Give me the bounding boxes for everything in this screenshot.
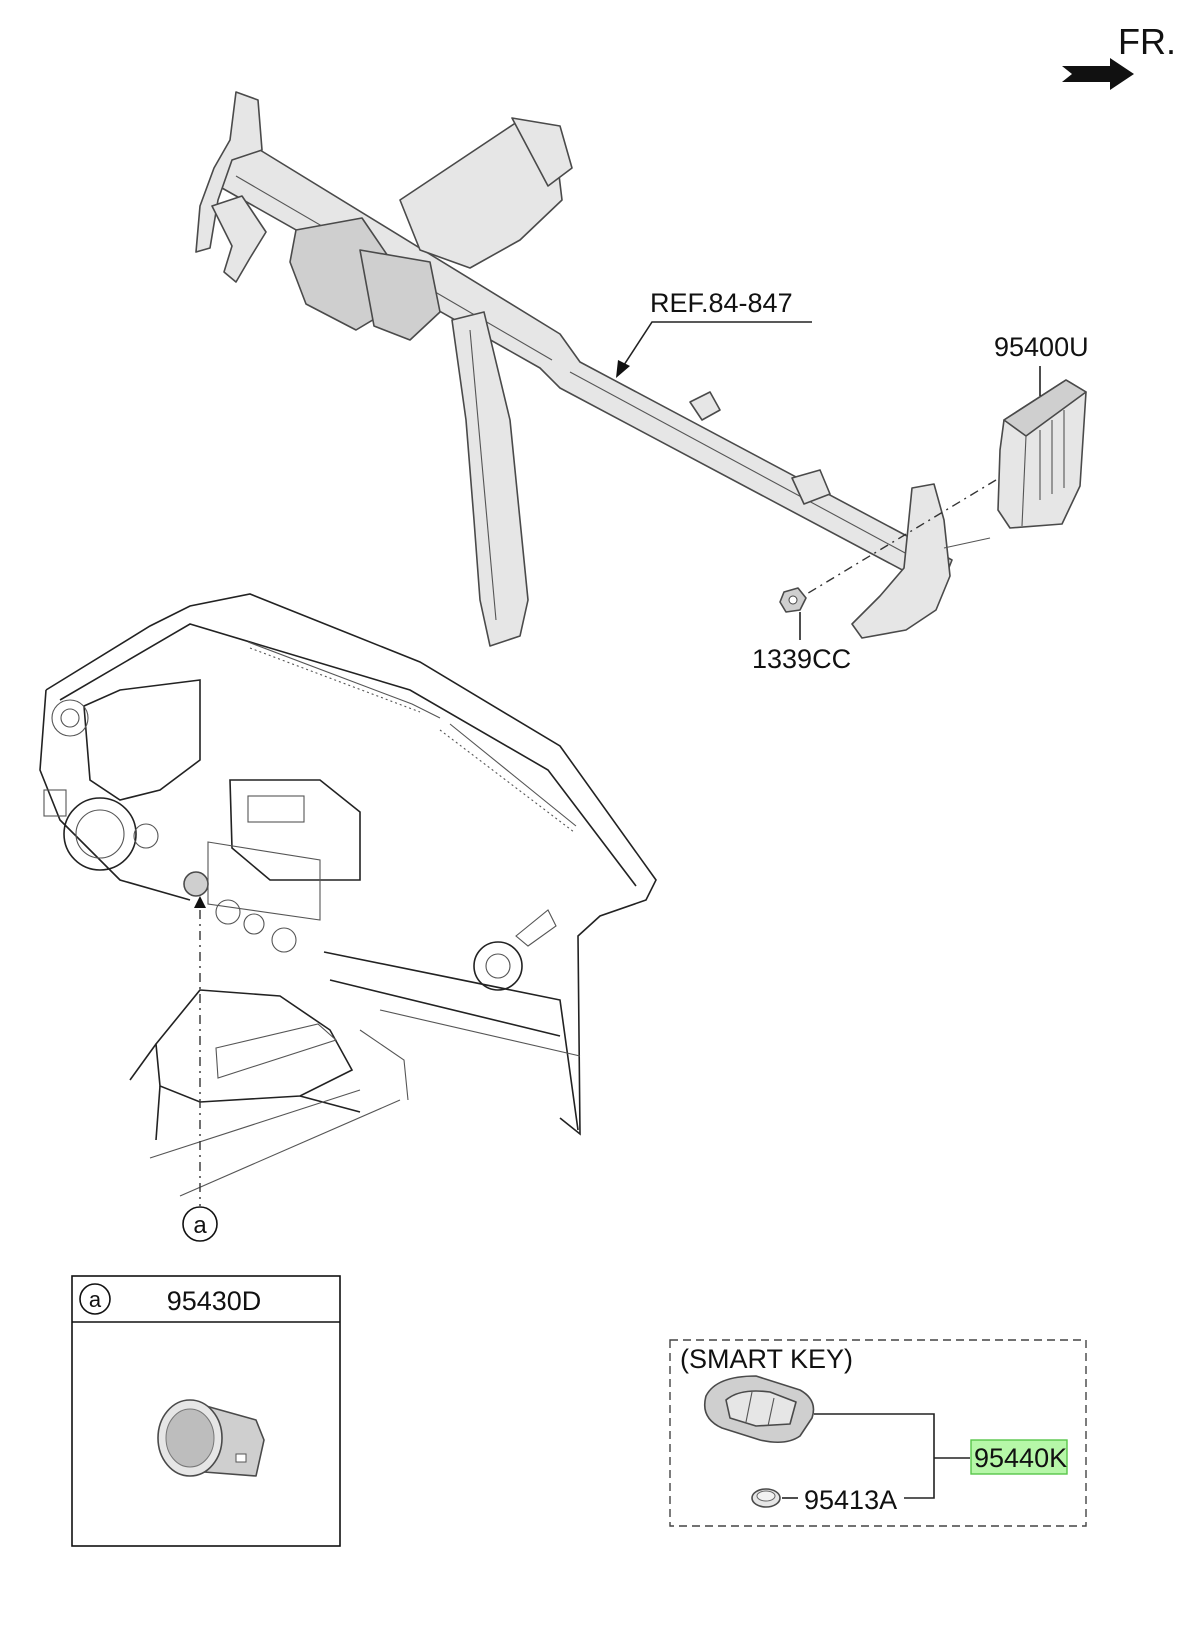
start-button-detail-box: a 95430D [71, 1275, 341, 1547]
part-highlight [970, 1439, 1068, 1475]
nut-label: 1339CC [752, 644, 851, 674]
arrow-icon [1062, 58, 1134, 90]
direction-indicator: FR. [1062, 21, 1176, 90]
smart-key-box: (SMART KEY) 95440K 95413A [669, 1339, 1087, 1527]
ecu-module: 95400U [799, 332, 1089, 599]
ref-callout: REF.84-847 [616, 288, 812, 378]
detail-marker-group: a [182, 896, 218, 1242]
smart-key-fob [703, 1375, 815, 1444]
nut-part: 1339CC [752, 587, 851, 674]
battery-part-number: 95413A [804, 1485, 897, 1515]
cowl-cross-member [195, 91, 991, 647]
ecu-label: 95400U [994, 332, 1089, 362]
smart-key-title: (SMART KEY) [680, 1344, 853, 1374]
smart-key-part-number: 95440K [974, 1443, 1067, 1473]
coin-battery [751, 1488, 781, 1508]
detail-marker: a [193, 1212, 207, 1239]
dashboard [39, 593, 657, 1197]
detail-box-marker: a [89, 1287, 102, 1312]
direction-label: FR. [1118, 21, 1176, 62]
ref-label: REF.84-847 [650, 288, 793, 318]
start-stop-button [157, 1399, 265, 1477]
detail-box-part-number: 95430D [167, 1286, 262, 1316]
